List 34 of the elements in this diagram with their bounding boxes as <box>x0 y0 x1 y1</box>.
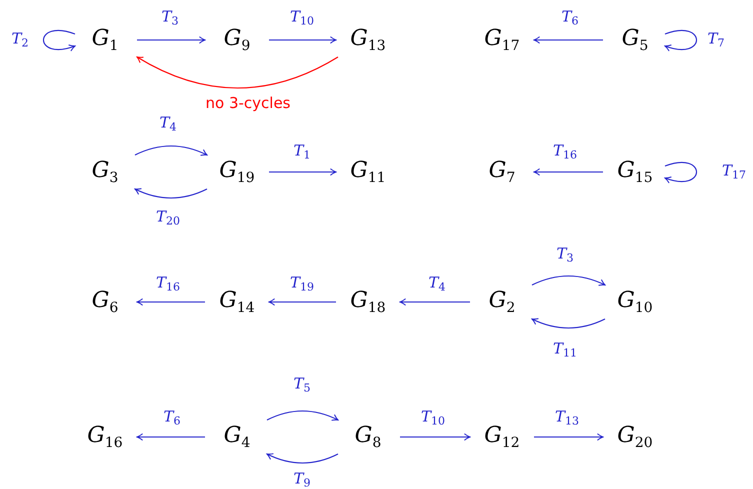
edge-label: T$_{10}$ <box>289 8 315 28</box>
edge-label: T$_{19}$ <box>289 274 315 294</box>
vertex-label: G$_{3}$ <box>92 160 118 184</box>
vertex-label: G$_{1}$ <box>92 28 118 52</box>
vertex-label: G$_{11}$ <box>350 160 386 184</box>
edge-label: T$_{3}$ <box>556 245 574 265</box>
vertex-label: G$_{14}$ <box>219 290 255 314</box>
vertex-label: G$_{8}$ <box>354 424 382 450</box>
vertex-label: G$_{9}$ <box>224 28 250 52</box>
edge-label: T$_{16}$ <box>552 142 578 162</box>
vertex-label: G$_{7}$ <box>488 160 516 184</box>
edge-label: T$_{10}$ <box>420 408 446 428</box>
vertex-label: G$_{20}$ <box>617 424 653 450</box>
edge-label: T$_{20}$ <box>155 208 181 228</box>
vertex-label: G$_{13}$ <box>350 28 386 52</box>
edge-label: T$_{13}$ <box>554 408 580 428</box>
edge-label: T$_{9}$ <box>292 470 312 489</box>
edge-label: T$_{5}$ <box>292 375 312 395</box>
edge-label: T$_{3}$ <box>160 8 180 28</box>
edge-label: T$_{6}$ <box>162 408 182 428</box>
vertex-label: G$_{10}$ <box>617 290 653 314</box>
vertex-label: G$_{6}$ <box>92 290 118 314</box>
edge-label: T$_{16}$ <box>155 274 181 294</box>
vertex-label: G$_{15}$ <box>617 160 653 184</box>
vertex-label: G$_{4}$ <box>224 424 250 450</box>
vertex-label: G$_{12}$ <box>484 424 520 450</box>
vertex-label: G$_{17}$ <box>484 28 520 52</box>
vertex-label: G$_{18}$ <box>350 290 386 314</box>
vertex-label: G$_{19}$ <box>219 160 255 184</box>
edge-label: no 3-cycles <box>204 94 292 112</box>
vertex-label: G$_{5}$ <box>622 28 648 52</box>
edge-label: T$_{6}$ <box>560 8 580 28</box>
vertex-label: G$_{16}$ <box>87 424 123 450</box>
vertex-label: G$_{2}$ <box>488 290 516 314</box>
